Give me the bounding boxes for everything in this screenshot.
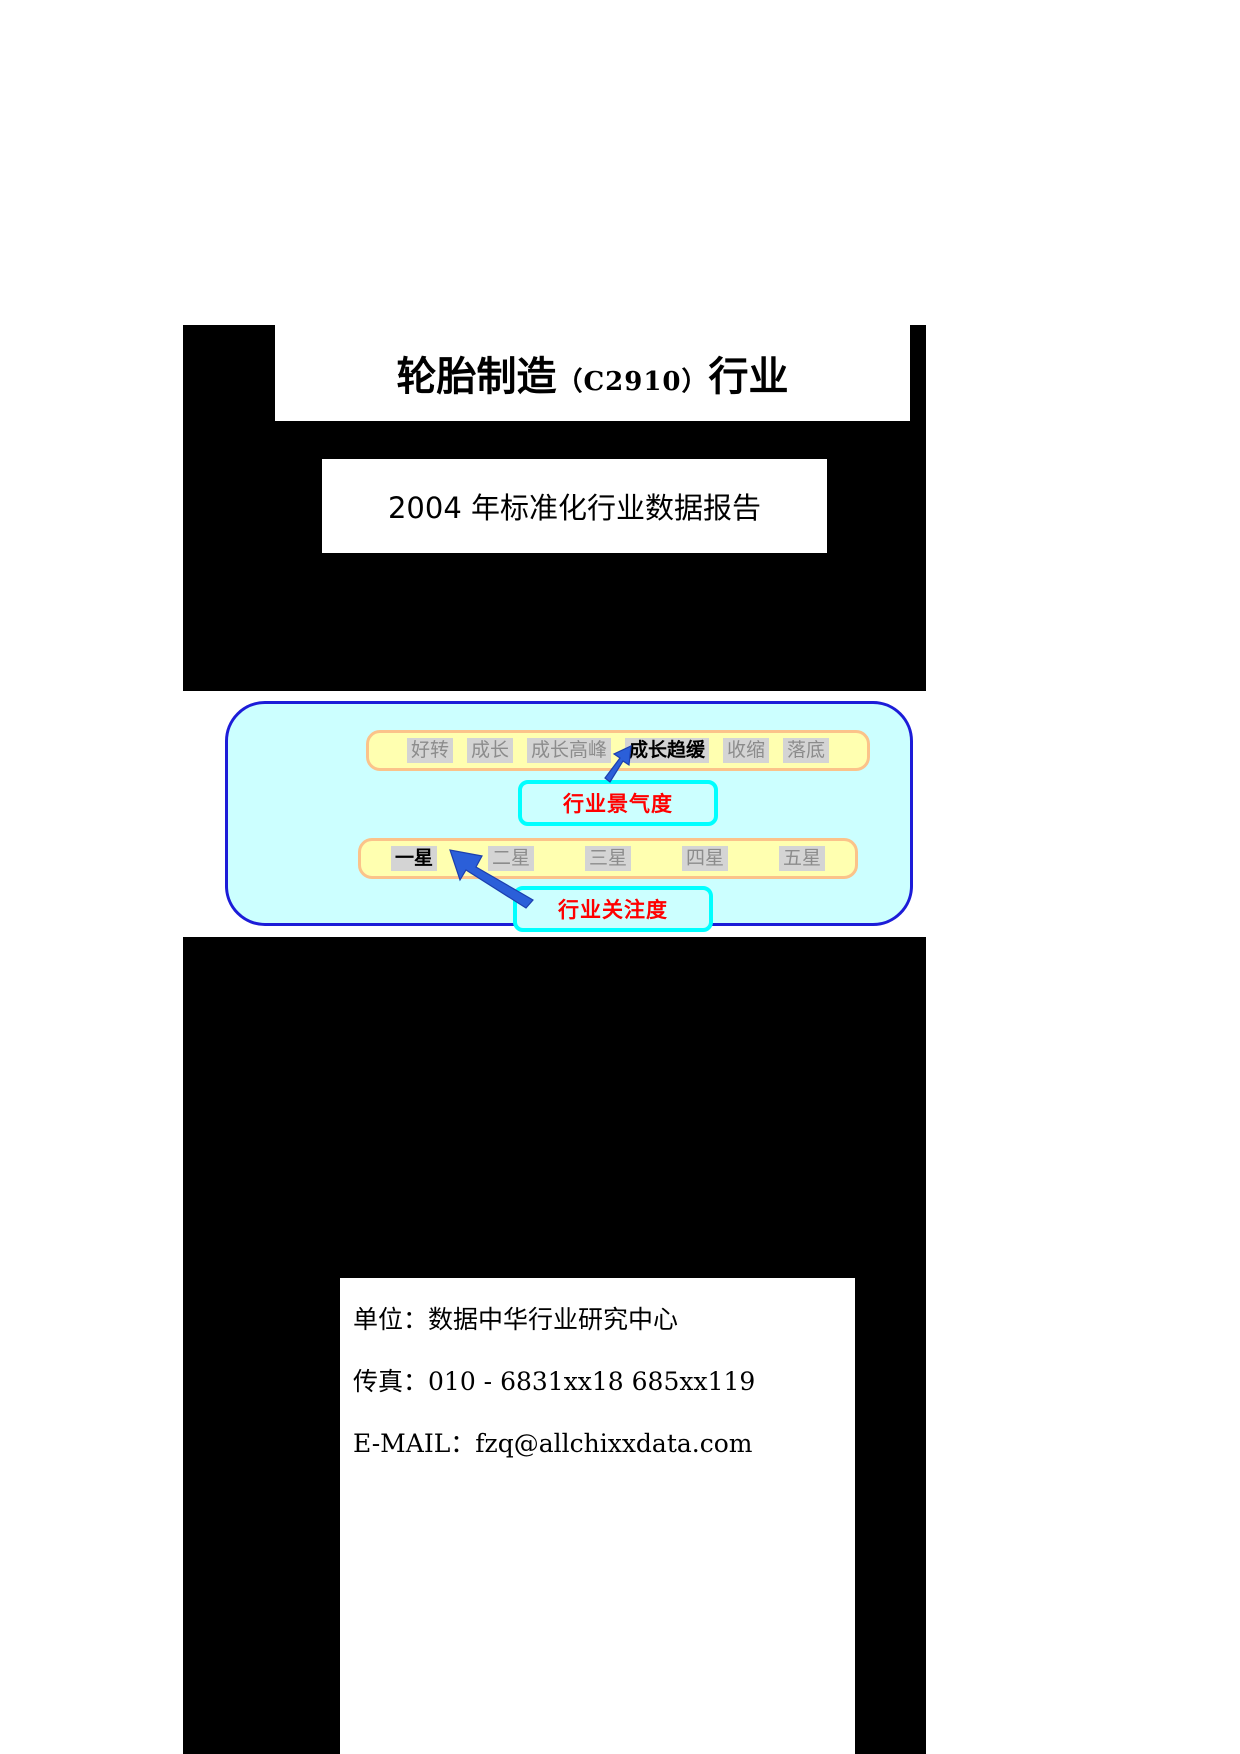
page-title-prefix: 轮胎制造 [396, 355, 557, 399]
attention-option-4[interactable]: 五星 [778, 846, 825, 871]
page-subtitle: 2004 年标准化行业数据报告 [387, 491, 762, 525]
prosperity-option-2[interactable]: 成长高峰 [526, 738, 611, 763]
attention-caption-box: 行业关注度 [513, 886, 713, 932]
contact-organization-label: 单位： [353, 1305, 429, 1334]
contact-email-label: E-MAIL： [353, 1429, 476, 1458]
attention-option-3[interactable]: 四星 [681, 846, 728, 871]
contact-email-line: E-MAIL：fzq@allchixxdata.com [353, 1424, 855, 1460]
contact-email-value[interactable]: fzq@allchixxdata.com [475, 1429, 753, 1458]
industry-indicator-panel: 好转 成长 成长高峰 成长趋缓 收缩 落底 行业景气度 一星 二星 三星 四星 … [225, 701, 913, 932]
attention-caption-label: 行业关注度 [558, 898, 668, 922]
contact-organization-value: 数据中华行业研究中心 [428, 1305, 679, 1334]
subtitle-plate: 2004 年标准化行业数据报告 [322, 459, 827, 553]
contact-fax-label: 传真： [353, 1367, 429, 1396]
contact-organization-line: 单位：数据中华行业研究中心 [353, 1300, 855, 1336]
page-title-industry-code: （C2910） [556, 367, 709, 397]
attention-option-1[interactable]: 二星 [487, 846, 534, 871]
prosperity-caption-label: 行业景气度 [563, 792, 673, 816]
title-plate: 轮胎制造（C2910）行业 [275, 325, 910, 421]
contact-fax-value: 010 - 6831xx18 685xx119 [428, 1367, 756, 1396]
prosperity-option-bar: 好转 成长 成长高峰 成长趋缓 收缩 落底 [366, 730, 870, 771]
prosperity-option-5[interactable]: 落底 [783, 738, 830, 763]
prosperity-option-3-selected[interactable]: 成长趋缓 [625, 738, 710, 763]
attention-option-0-selected[interactable]: 一星 [391, 846, 438, 871]
prosperity-option-4[interactable]: 收缩 [723, 738, 770, 763]
page-title-suffix: 行业 [708, 355, 789, 399]
contact-fax-line: 传真：010 - 6831xx18 685xx119 [353, 1362, 855, 1398]
diagram-plate: 好转 成长 成长高峰 成长趋缓 收缩 落底 行业景气度 一星 二星 三星 四星 … [183, 691, 926, 937]
contact-plate: 单位：数据中华行业研究中心 传真：010 - 6831xx18 685xx119… [340, 1278, 855, 1754]
prosperity-caption-box: 行业景气度 [518, 780, 718, 826]
attention-option-bar: 一星 二星 三星 四星 五星 [358, 838, 858, 879]
attention-option-2[interactable]: 三星 [584, 846, 631, 871]
prosperity-option-1[interactable]: 成长 [466, 738, 513, 763]
page-title: 轮胎制造（C2910）行业 [396, 344, 788, 402]
prosperity-option-0[interactable]: 好转 [406, 738, 453, 763]
